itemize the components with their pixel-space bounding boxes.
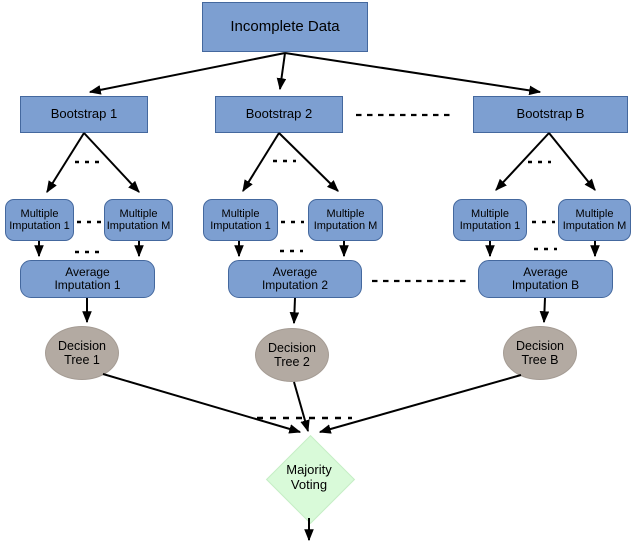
arrow-bootstrapb-to-mi1	[495, 132, 550, 191]
arrow-bootstrap1-to-mi1	[46, 132, 85, 194]
multiple-imputation-b-1-node: Multiple Imputation 1	[453, 199, 527, 241]
multiple-imputation-1-1-node: Multiple Imputation 1	[5, 199, 74, 241]
decision-tree-b-label: Decision Tree B	[516, 339, 564, 367]
average-imputation-b-node: Average Imputation B	[478, 260, 613, 298]
multiple-imputation-2-1-label: Multiple Imputation 1	[210, 207, 271, 232]
average-imputation-1-label: Average Imputation 1	[54, 264, 121, 292]
arrow-tree2-to-voting	[293, 381, 310, 433]
arrow-root-to-bootstrap-1	[88, 52, 286, 95]
decision-tree-2-node: Decision Tree 2	[255, 328, 329, 382]
arrow-avg2-to-tree2	[289, 297, 300, 325]
arrow-bootstrap2-to-mi1	[242, 132, 280, 193]
average-imputation-2-label: Average Imputation 2	[261, 264, 329, 292]
average-imputation-2-node: Average Imputation 2	[228, 260, 362, 298]
decision-tree-b-node: Decision Tree B	[503, 326, 577, 380]
decision-tree-1-node: Decision Tree 1	[45, 326, 119, 380]
multiple-imputation-b-m-label: Multiple Imputation M	[562, 207, 627, 232]
multiple-imputation-b-m-node: Multiple Imputation M	[558, 199, 631, 241]
arrow-root-to-bootstrap-2	[276, 52, 287, 91]
multiple-imputation-1-1-label: Multiple Imputation 1	[9, 207, 70, 232]
multiple-imputation-2-m-label: Multiple Imputation M	[313, 207, 378, 232]
majority-voting-label: Majority Voting	[286, 462, 332, 492]
multiple-imputation-1-m-label: Multiple Imputation M	[106, 207, 171, 232]
decision-tree-1-label: Decision Tree 1	[58, 339, 106, 367]
bootstrap-2-label: Bootstrap 2	[245, 106, 313, 122]
multiple-imputation-b-1-label: Multiple Imputation 1	[459, 207, 521, 232]
arrow-bootstrap1-to-mim	[83, 132, 140, 193]
arrow-bootstrapb-to-mim	[548, 132, 596, 191]
bootstrap-b-label: Bootstrap B	[516, 106, 585, 122]
arrow-avgb-to-treeb	[539, 297, 550, 324]
decision-tree-2-label: Decision Tree 2	[268, 341, 316, 369]
bootstrap-2-node: Bootstrap 2	[215, 96, 343, 133]
average-imputation-b-label: Average Imputation B	[511, 264, 580, 292]
multiple-imputation-2-m-node: Multiple Imputation M	[308, 199, 383, 241]
incomplete-data-label: Incomplete Data	[230, 17, 340, 35]
bootstrap-1-label: Bootstrap 1	[50, 106, 118, 122]
incomplete-data-node: Incomplete Data	[202, 2, 368, 52]
arrow-bootstrap2-to-mim	[278, 132, 339, 192]
bootstrap-b-node: Bootstrap B	[473, 96, 628, 133]
multiple-imputation-2-1-node: Multiple Imputation 1	[203, 199, 278, 241]
average-imputation-1-node: Average Imputation 1	[20, 260, 155, 298]
multiple-imputation-1-m-node: Multiple Imputation M	[104, 199, 173, 241]
majority-voting-node: Majority Voting	[265, 434, 355, 524]
arrow-treeb-to-voting	[318, 374, 522, 434]
bootstrap-1-node: Bootstrap 1	[20, 96, 148, 133]
arrow-tree1-to-voting	[102, 373, 302, 434]
arrow-root-to-bootstrap-b	[284, 52, 542, 96]
